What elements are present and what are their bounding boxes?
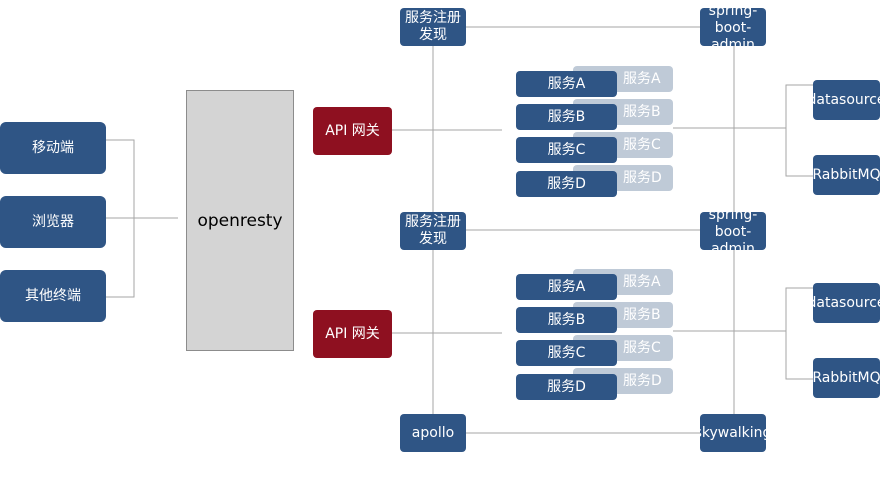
boot-admin-2[interactable]: spring-boot-admin [700, 212, 766, 250]
service-b-2[interactable]: 服务B [516, 307, 617, 333]
rabbitmq-2[interactable]: RabbitMQ [813, 358, 880, 398]
service-d-1[interactable]: 服务D [516, 171, 617, 197]
rabbitmq-1[interactable]: RabbitMQ [813, 155, 880, 195]
service-d-2[interactable]: 服务D [516, 374, 617, 400]
client-other[interactable]: 其他终端 [0, 270, 106, 322]
api-gateway-1[interactable]: API 网关 [313, 107, 392, 155]
service-b-1[interactable]: 服务B [516, 104, 617, 130]
boot-admin-2-label: spring-boot-admin [708, 212, 758, 250]
boot-admin-1[interactable]: spring-boot-admin [700, 8, 766, 46]
openresty-label: openresty [197, 210, 283, 231]
client-browser[interactable]: 浏览器 [0, 196, 106, 248]
registry-1[interactable]: 服务注册发现 [400, 8, 466, 46]
api-gateway-2[interactable]: API 网关 [313, 310, 392, 358]
openresty-box[interactable]: openresty [186, 90, 294, 351]
client-mobile[interactable]: 移动端 [0, 122, 106, 174]
skywalking-node[interactable]: skywalking [700, 414, 766, 452]
service-a-2[interactable]: 服务A [516, 274, 617, 300]
ghost-service-c-2: 服务C [573, 335, 673, 361]
boot-admin-1-label: spring-boot-admin [708, 8, 758, 46]
datasource-1[interactable]: datasource [813, 80, 880, 120]
registry-2[interactable]: 服务注册发现 [400, 212, 466, 250]
datasource-2[interactable]: datasource [813, 283, 880, 323]
service-a-1[interactable]: 服务A [516, 71, 617, 97]
apollo-node[interactable]: apollo [400, 414, 466, 452]
service-c-1[interactable]: 服务C [516, 137, 617, 163]
service-c-2[interactable]: 服务C [516, 340, 617, 366]
